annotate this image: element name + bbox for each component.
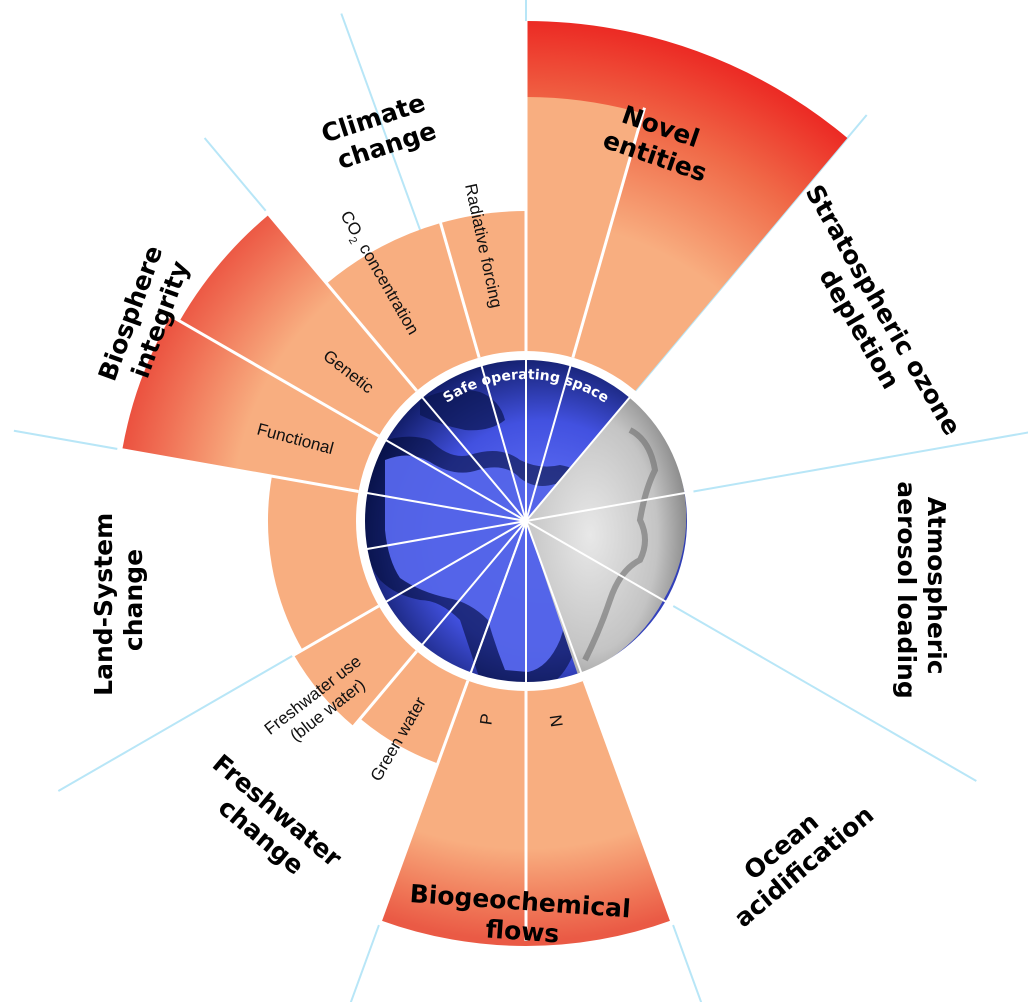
globe-spoke [385, 520, 527, 603]
wedge-freshwater-green [360, 649, 469, 764]
globe-spoke [525, 396, 631, 522]
wedge-co2-outer [326, 223, 480, 393]
globe-spoke [421, 520, 527, 646]
label-freshwater-change: Freshwater change [188, 749, 354, 902]
label-stratospheric-ozone: Stratospheric ozone depletion [774, 180, 971, 463]
label-land-system-change: Land-System change [89, 504, 148, 696]
label-climate-change: Climate change [318, 85, 447, 177]
divider-line [672, 605, 977, 782]
label-ocean-acidification: Ocean acidification [709, 777, 879, 933]
wedge-separator [377, 680, 470, 926]
svg-text:Ocean acidification: Ocean acidification [709, 777, 879, 933]
wedge-biosphere-functional [122, 316, 381, 492]
svg-text:Climate change: Climate change [318, 85, 447, 177]
svg-text:Land-System change: Land-System change [89, 504, 148, 696]
wedge-co2-concentration [440, 211, 526, 360]
svg-text:Atmospheric aerosol load: Atmospheric aerosol loading [892, 481, 951, 698]
wedge-biosphere-genetic [179, 214, 419, 437]
wedge-separator [437, 217, 481, 358]
wedge-separator [117, 447, 359, 493]
divider-line [693, 431, 1028, 493]
globe-spoke [480, 364, 527, 522]
wedge-separators [117, 21, 675, 941]
globe-spokes [366, 359, 686, 683]
globe-spoke [385, 439, 527, 522]
globe-spoke [525, 491, 686, 522]
globe-spoke [525, 364, 572, 522]
globe-spoke [525, 520, 583, 674]
globe-spoke [469, 520, 527, 674]
wedge-radiative-forcing [526, 97, 643, 360]
globe-spoke [366, 491, 527, 522]
svg-text:Stratospheric ozone depl: Stratospheric ozone depletion [774, 180, 971, 463]
svg-text:Freshwater change: Freshwater change [188, 749, 354, 902]
wedge-separator [571, 107, 646, 358]
globe-spoke [366, 520, 527, 551]
wedge-separator [264, 209, 418, 392]
wedge-separator [582, 680, 675, 926]
globe-spoke [421, 396, 527, 522]
sub-label-n: N [546, 713, 567, 728]
wedge-land-system [268, 476, 381, 650]
wedge-separator [291, 604, 380, 658]
label-atmospheric-aerosol: Atmospheric aerosol loading [892, 481, 951, 698]
wedge-separator [351, 650, 418, 729]
wedge-separator [170, 314, 380, 438]
wedge-freshwater-blue [293, 605, 419, 727]
sub-label-p: P [476, 712, 496, 726]
globe-spoke [525, 520, 667, 603]
